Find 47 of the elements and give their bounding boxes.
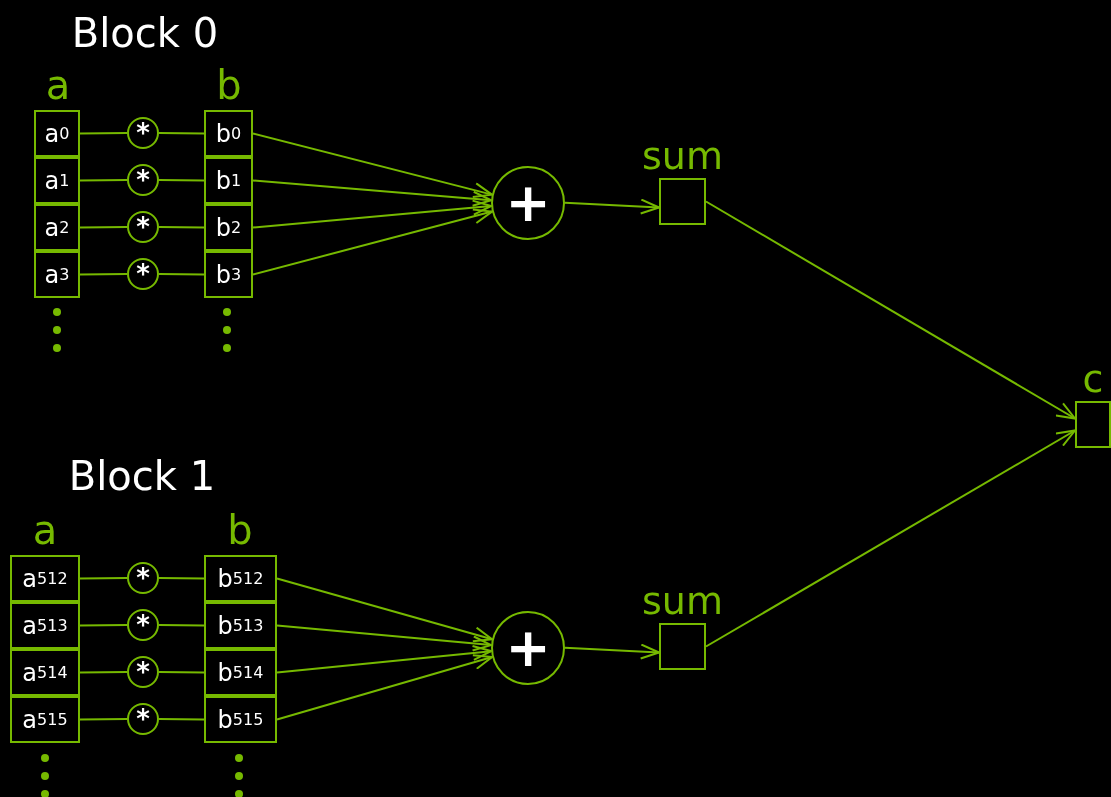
block-title: Block 0: [71, 13, 219, 53]
connector-line: [79, 179, 128, 182]
connector-line: [252, 208, 493, 276]
connector-line: [276, 577, 494, 643]
connector-line: [276, 654, 494, 721]
connector-line: [79, 273, 128, 276]
connector-line: [276, 624, 493, 652]
operator-circle: *: [127, 258, 159, 290]
connector-line: [564, 643, 660, 660]
connector-line: [79, 718, 128, 721]
connector-line: [158, 273, 205, 276]
operator-circle: *: [127, 656, 159, 688]
connector-line: [79, 624, 128, 627]
connector-line: [79, 577, 128, 580]
column-header: a: [32, 510, 58, 550]
variable-label: c: [1082, 357, 1104, 401]
connector-line: [705, 200, 1076, 420]
connector-line: [252, 199, 493, 229]
connector-line: [158, 624, 205, 627]
connector-line: [158, 718, 205, 721]
operator-circle: *: [127, 703, 159, 735]
connector-line: [252, 132, 493, 198]
operator-circle: *: [127, 609, 159, 641]
connector-line: [79, 226, 128, 229]
connector-line: [158, 132, 205, 135]
operator-circle: *: [127, 164, 159, 196]
connector-line: [158, 179, 205, 182]
column-header: b: [227, 510, 253, 550]
operator-circle: +: [491, 611, 565, 685]
connector-line: [564, 198, 660, 215]
variable-label: sum: [642, 134, 723, 178]
operator-circle: *: [127, 211, 159, 243]
operator-circle: +: [491, 166, 565, 240]
connector-line: [158, 671, 205, 674]
operator-circle: *: [127, 117, 159, 149]
connector-line: [79, 132, 128, 135]
block-title: Block 1: [68, 456, 216, 496]
connector-line: [158, 577, 205, 580]
connector-line: [158, 226, 205, 229]
connector-line: [276, 644, 493, 674]
column-header: b: [216, 65, 242, 105]
connector-line: [79, 671, 128, 674]
variable-label: sum: [642, 579, 723, 623]
operator-circle: *: [127, 562, 159, 594]
connector-line: [252, 179, 493, 207]
connector-line: [705, 429, 1076, 648]
column-header: a: [45, 65, 71, 105]
